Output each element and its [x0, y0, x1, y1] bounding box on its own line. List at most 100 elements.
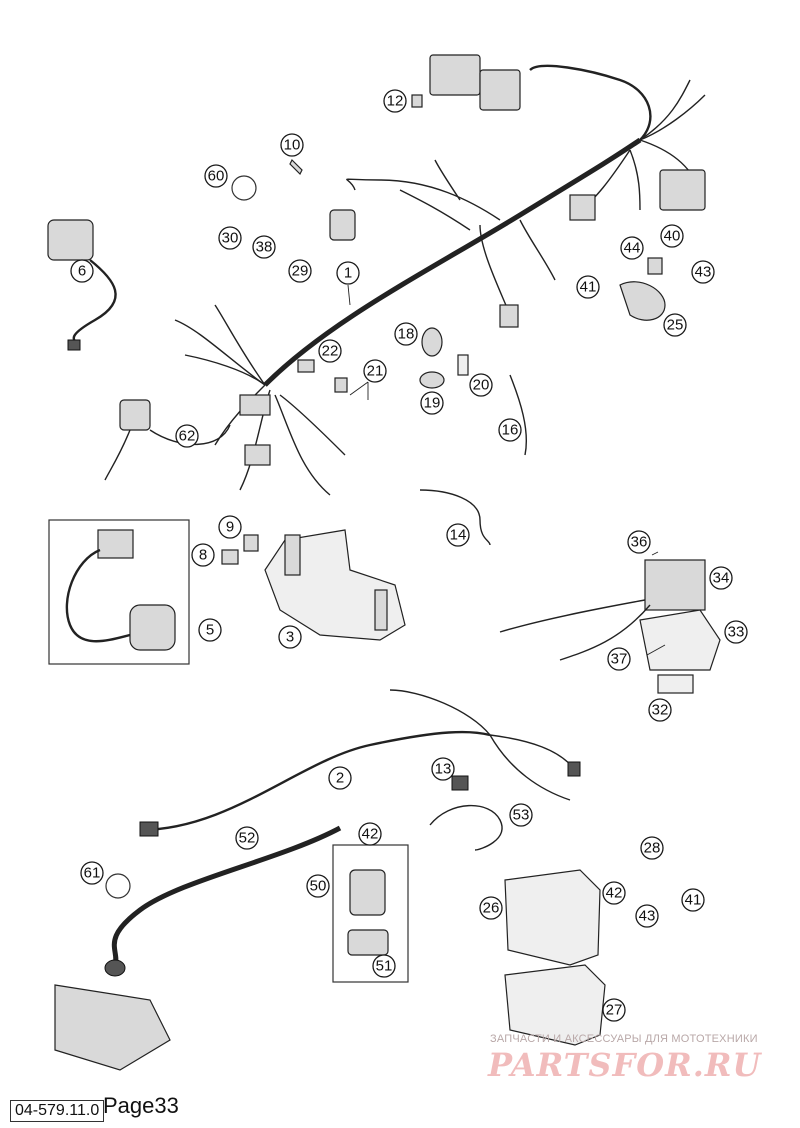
callout-21: 21	[363, 359, 387, 383]
svg-text:42: 42	[362, 826, 379, 843]
svg-text:38: 38	[256, 239, 273, 256]
callout-25: 25	[663, 313, 687, 337]
svg-text:44: 44	[624, 240, 641, 257]
part-19-drawing	[419, 371, 445, 389]
callout-34: 34	[709, 566, 733, 590]
svg-text:51: 51	[376, 958, 393, 975]
svg-text:52: 52	[239, 830, 256, 847]
callout-28: 28	[640, 836, 664, 860]
callout-61: 61	[80, 861, 104, 885]
callout-32: 32	[648, 698, 672, 722]
leader-lines	[347, 284, 666, 656]
part-50-51-relay-drawing	[347, 869, 389, 956]
watermark-tagline: ЗАПЧАСТИ И АКСЕССУАРЫ ДЛЯ МОТОТЕХНИКИ	[490, 1033, 758, 1045]
part-61-clamp-drawing	[105, 873, 131, 899]
part-2-harness-drawing	[139, 689, 581, 837]
callout-20: 20	[469, 373, 493, 397]
svg-text:27: 27	[606, 1002, 623, 1019]
part-33-34-regulator-drawing	[499, 559, 721, 694]
svg-text:26: 26	[483, 900, 500, 917]
part-25-horn-drawing	[619, 281, 666, 321]
callout-18: 18	[394, 322, 418, 346]
part-53-cable-drawing	[429, 804, 503, 851]
svg-text:32: 32	[652, 702, 669, 719]
callout-27: 27	[602, 998, 626, 1022]
svg-text:8: 8	[199, 547, 207, 564]
callout-9: 9	[218, 515, 242, 539]
svg-text:14: 14	[450, 527, 467, 544]
part-3-bracket-drawing	[264, 529, 406, 641]
callout-1: 1	[336, 261, 360, 285]
svg-text:30: 30	[222, 230, 239, 247]
callout-43-bottom: 43	[635, 904, 659, 928]
diagram-code: 04-579.11.0	[10, 1100, 105, 1122]
callout-6: 6	[70, 259, 94, 283]
svg-text:50: 50	[310, 878, 327, 895]
svg-text:22: 22	[322, 343, 339, 360]
svg-text:43: 43	[639, 908, 656, 925]
part-14-sensor-drawing	[419, 489, 491, 546]
svg-text:60: 60	[208, 168, 225, 185]
callout-51: 51	[372, 954, 396, 978]
callout-60: 60	[204, 164, 228, 188]
svg-text:43: 43	[695, 264, 712, 281]
part-22-drawing	[297, 359, 315, 373]
svg-text:5: 5	[206, 622, 214, 639]
svg-text:29: 29	[292, 263, 309, 280]
part-44-drawing	[647, 257, 663, 275]
svg-text:20: 20	[473, 377, 490, 394]
callout-3: 3	[278, 625, 302, 649]
callout-13: 13	[431, 757, 455, 781]
callout-19: 19	[420, 391, 444, 415]
callout-40: 40	[660, 224, 684, 248]
part-5-switch-drawing	[65, 529, 176, 651]
part-9-drawing	[243, 534, 259, 552]
svg-text:42: 42	[606, 885, 623, 902]
callout-16: 16	[498, 418, 522, 442]
svg-text:41: 41	[580, 279, 597, 296]
part-13-drawing	[451, 775, 469, 791]
svg-text:61: 61	[84, 865, 101, 882]
main-harness-drawing	[174, 54, 706, 496]
part-5-inset-frame	[48, 519, 190, 665]
svg-text:28: 28	[644, 840, 661, 857]
svg-text:41: 41	[685, 892, 702, 909]
callout-42-top: 42	[358, 822, 382, 846]
svg-text:36: 36	[631, 534, 648, 551]
callout-50: 50	[306, 874, 330, 898]
svg-text:34: 34	[713, 570, 730, 587]
part-21-drawing	[334, 377, 348, 393]
part-8-drawing	[221, 549, 239, 565]
callout-41-bottom: 41	[681, 888, 705, 912]
svg-text:16: 16	[502, 422, 519, 439]
svg-text:53: 53	[513, 807, 530, 824]
svg-text:37: 37	[611, 651, 628, 668]
callout-37: 37	[607, 647, 631, 671]
svg-text:1: 1	[344, 265, 352, 282]
svg-text:12: 12	[387, 93, 404, 110]
svg-text:10: 10	[284, 137, 301, 154]
svg-text:33: 33	[728, 624, 745, 641]
svg-text:21: 21	[367, 363, 384, 380]
callout-36: 36	[627, 530, 651, 554]
callout-43-top: 43	[691, 260, 715, 284]
callout-62: 62	[175, 424, 199, 448]
callout-12: 12	[383, 89, 407, 113]
callout-30: 30	[218, 226, 242, 250]
callout-38: 38	[252, 235, 276, 259]
part-18-drawing	[421, 327, 443, 357]
callout-42-bottom: 42	[602, 881, 626, 905]
part-26-27-battery-drawing	[504, 869, 606, 1046]
part-12-drawing	[411, 94, 423, 108]
svg-text:40: 40	[664, 228, 681, 245]
page-number: Page33	[103, 1093, 179, 1118]
svg-text:18: 18	[398, 326, 415, 343]
svg-text:13: 13	[435, 761, 452, 778]
part-62-sensor-drawing	[104, 399, 231, 481]
part-10-drawing	[289, 158, 303, 176]
svg-text:62: 62	[179, 428, 196, 445]
part-20-drawing	[457, 354, 469, 376]
callout-29: 29	[288, 259, 312, 283]
part-6-switch-drawing	[47, 219, 117, 351]
